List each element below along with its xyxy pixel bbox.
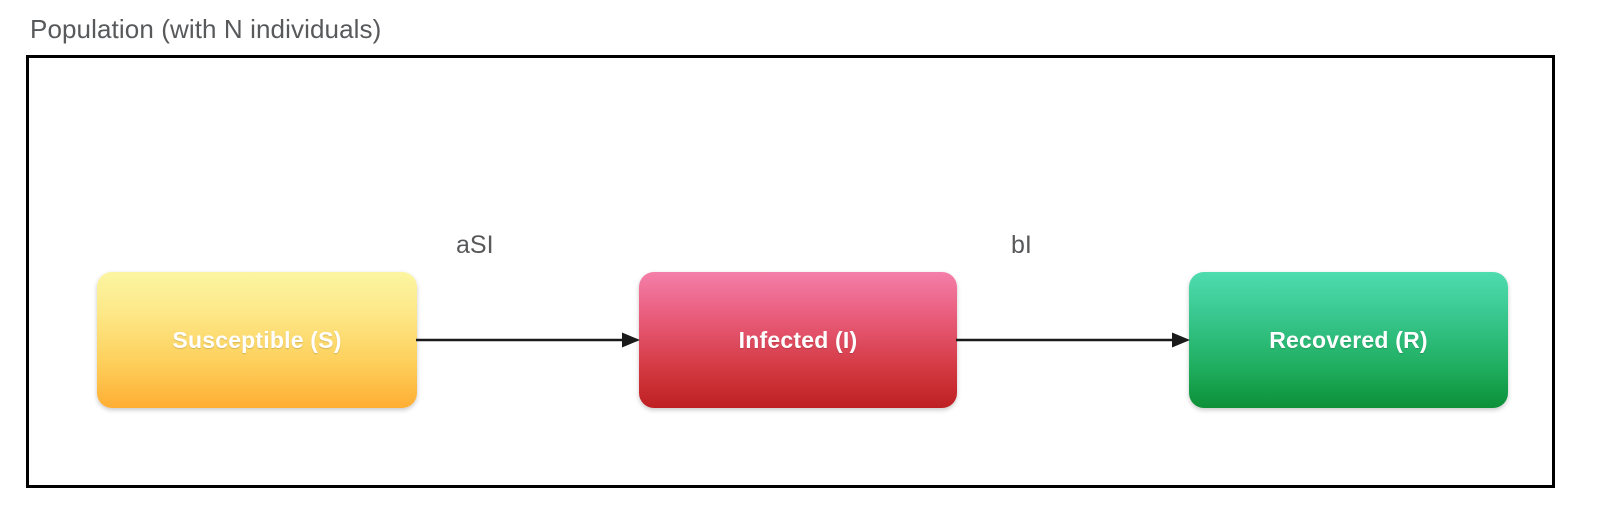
arrowhead-icon <box>1172 332 1190 348</box>
compartment-recovered[interactable]: Recovered (R) <box>1189 272 1508 408</box>
compartment-susceptible-label: Susceptible (S) <box>172 326 342 353</box>
compartment-infected-label: Infected (I) <box>738 326 858 353</box>
transition-arrow-recovery <box>956 329 1190 351</box>
arrowhead-icon <box>622 332 640 348</box>
compartment-infected[interactable]: Infected (I) <box>639 272 957 408</box>
transition-arrow-infection <box>416 329 640 351</box>
population-container: Susceptible (S) Infected (I) Recovered (… <box>26 55 1555 488</box>
compartment-susceptible[interactable]: Susceptible (S) <box>97 272 417 408</box>
transition-label-recovery-rate: bI <box>1011 231 1032 259</box>
transition-label-infection-rate: aSI <box>456 231 494 259</box>
page-title: Population (with N individuals) <box>30 14 382 44</box>
compartment-recovered-label: Recovered (R) <box>1269 326 1428 353</box>
